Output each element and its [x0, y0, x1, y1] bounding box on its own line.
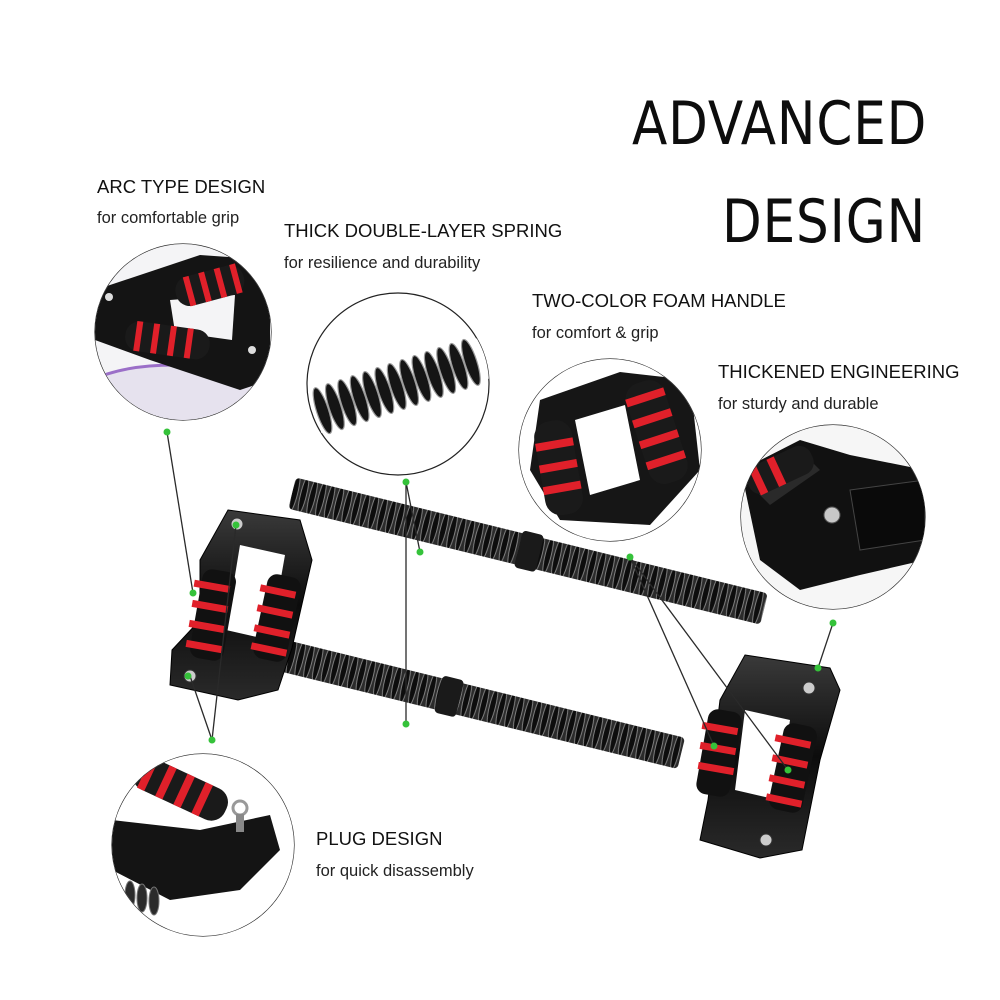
feature-arc-title: ARC TYPE DESIGN — [97, 176, 266, 197]
left-handle — [169, 509, 313, 701]
spring-coil — [312, 387, 333, 435]
spring-coil — [411, 354, 432, 402]
spring-closeup — [306, 292, 490, 476]
feature-plug-subtitle: for quick disassembly — [316, 862, 474, 880]
spring-coil — [374, 367, 395, 415]
feature-engineering-title: THICKENED ENGINEERING — [718, 361, 960, 382]
foam-handle-closeup — [518, 358, 702, 542]
feature-engineering-subtitle: for sturdy and durable — [718, 395, 879, 413]
feature-plug-title: PLUG DESIGN — [316, 828, 443, 849]
spring-coil — [337, 379, 358, 427]
spring-coil — [362, 371, 382, 419]
right-handle — [696, 654, 841, 859]
engineering-closeup — [740, 424, 926, 610]
feature-spring-subtitle: for resilience and durability — [284, 254, 481, 272]
feature-spring-title: THICK DOUBLE-LAYER SPRING — [284, 220, 563, 241]
spring-coil — [460, 338, 481, 386]
plug-closeup — [111, 753, 295, 937]
marker-dots — [163, 428, 837, 774]
spring-coil — [436, 346, 457, 394]
spring-coil — [399, 359, 420, 407]
feature-arc-subtitle: for comfortable grip — [97, 209, 240, 227]
spring-coil — [324, 383, 345, 431]
arc-design-closeup — [94, 243, 272, 421]
spring-coil — [386, 363, 407, 411]
spring-coil — [448, 342, 469, 390]
headline-line-2: DESIGN — [722, 187, 927, 257]
feature-foam-title: TWO-COLOR FOAM HANDLE — [532, 290, 786, 311]
spring-coil — [349, 375, 370, 423]
leader-lines — [166, 431, 834, 771]
feature-foam-subtitle: for comfort & grip — [532, 324, 659, 342]
headline-line-1: ADVANCED — [632, 89, 928, 159]
chest-expander-main — [169, 478, 841, 859]
spring-coil — [423, 350, 444, 398]
